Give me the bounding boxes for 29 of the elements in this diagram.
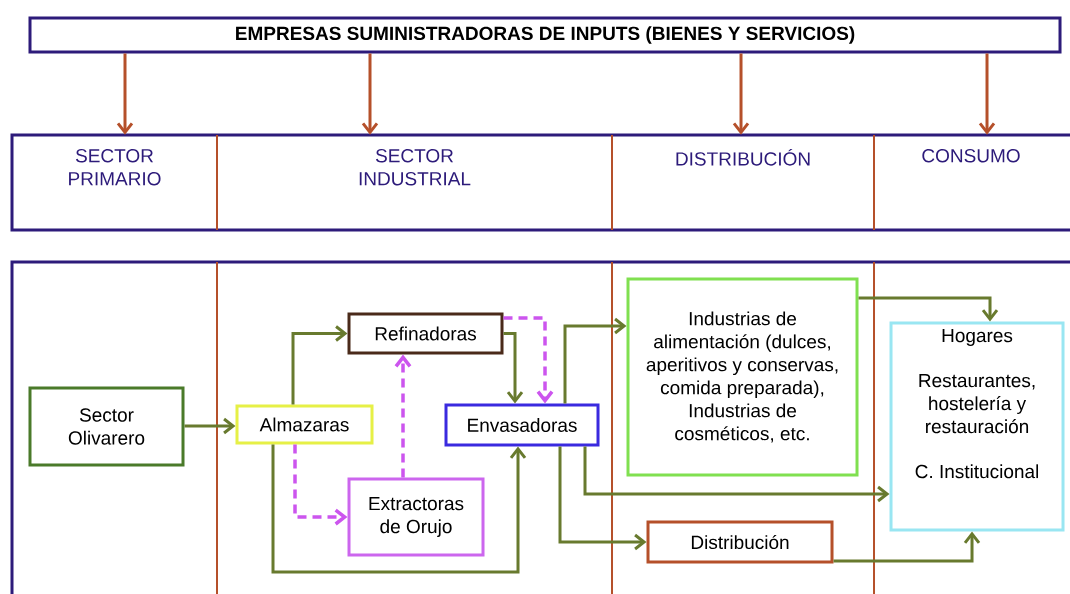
process-box: Refinadoras — [347, 312, 504, 355]
arrow — [558, 446, 647, 551]
arrow — [271, 444, 527, 574]
arrow — [184, 417, 236, 435]
arrow — [293, 444, 348, 526]
process-box: Extractoras de Orujo — [347, 477, 485, 557]
arrow — [291, 325, 348, 405]
arrow — [833, 531, 981, 563]
process-box: Hogares Restaurantes, hostelería y restauración C. Institucional — [889, 321, 1065, 532]
arrow — [361, 53, 379, 135]
process-box: Envasadoras — [444, 403, 600, 447]
process-box: Distribución — [646, 520, 834, 564]
column-heading: SECTOR PRIMARIO — [69, 149, 161, 186]
arrow — [503, 332, 524, 404]
process-box: Almazaras — [235, 404, 374, 445]
arrow — [858, 296, 999, 322]
arrow — [978, 53, 996, 135]
arrow — [583, 446, 890, 503]
column-heading: CONSUMO — [922, 149, 1020, 163]
process-box: Sector Olivarero — [28, 386, 185, 467]
process-box: Industrias de alimentación (dulces, aperitivos y conservas, comida preparada), Industrias de cosméticos, etc. — [626, 277, 859, 477]
header-box: EMPRESAS SUMINISTRADORAS DE INPUTS (BIENES Y SERVICIOS) — [28, 16, 1062, 54]
column-heading: SECTOR INDUSTRIAL — [359, 149, 471, 186]
arrow — [394, 354, 412, 478]
arrow — [503, 316, 554, 404]
column-heading: DISTRIBUCIÓN — [676, 149, 810, 166]
arrow — [116, 53, 134, 135]
arrow — [732, 53, 750, 135]
arrow — [563, 317, 627, 404]
